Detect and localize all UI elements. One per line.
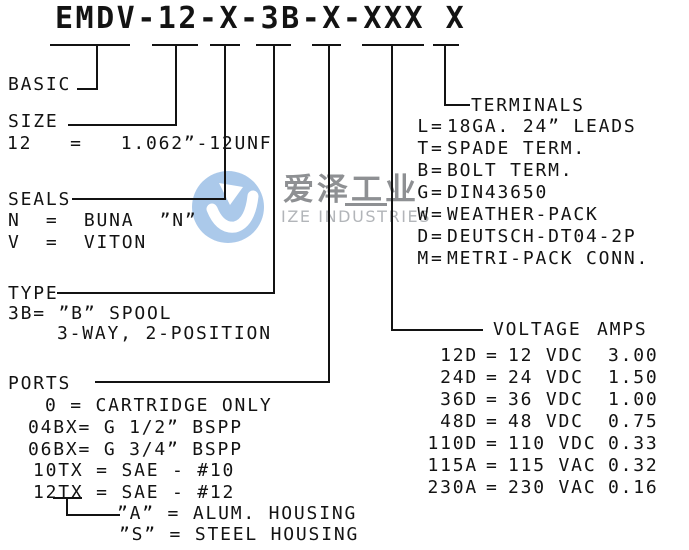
terminal-desc: DEUTSCH-DT04-2P <box>447 226 637 247</box>
terminals-label: TERMINALS <box>471 95 585 116</box>
ize-logo-icon <box>192 171 264 243</box>
equals-sign: = <box>431 182 444 203</box>
ports-label: PORTS <box>8 373 72 394</box>
terminal-desc: BOLT TERM. <box>447 160 574 181</box>
watermark-chinese-text: 爱泽工业 <box>283 172 419 208</box>
amps-value: 3.00 <box>608 345 659 366</box>
amps-value: 0.33 <box>608 433 659 454</box>
terminal-desc: DIN43650 <box>447 182 549 203</box>
leader-seals-vertical <box>224 44 226 200</box>
voltage-code: 230A <box>427 477 478 498</box>
model-code-title: EMDV-12-X-3B-X-XXX X <box>55 1 467 36</box>
voltage-code: 36D <box>440 389 478 410</box>
seals-option: N = BUNA ”N” <box>8 210 198 231</box>
voltage-value: 48 VDC <box>508 411 584 432</box>
size-label: SIZE <box>8 111 59 132</box>
ports-option: 12TX = SAE - #12 <box>33 482 236 503</box>
leader-voltage-horizontal <box>391 329 483 331</box>
voltage-code: 110D <box>427 433 478 454</box>
terminal-code: D <box>417 226 430 247</box>
voltage-code: 24D <box>440 367 478 388</box>
amps-label: AMPS <box>597 319 648 340</box>
amps-value: 0.16 <box>608 477 659 498</box>
terminal-desc: WEATHER-PACK <box>447 204 599 225</box>
terminal-code: L <box>417 116 430 137</box>
seals-label: SEALS <box>8 189 72 210</box>
leader-terminals-horizontal <box>444 104 470 106</box>
leader-terminals-vertical <box>444 44 446 106</box>
tick-ports <box>312 44 341 46</box>
seals-option: V = VITON <box>8 232 148 253</box>
terminal-code: W <box>417 204 430 225</box>
watermark-underline <box>345 203 387 206</box>
ports-option: 10TX = SAE - #10 <box>33 460 236 481</box>
tick-basic <box>50 44 130 46</box>
leader-size-horizontal <box>68 124 177 126</box>
equals-sign: = <box>486 433 499 454</box>
basic-label: BASIC <box>8 74 72 95</box>
leader-type-vertical <box>273 44 275 294</box>
equals-sign: = <box>431 204 444 225</box>
watermark-english-text: IZE INDUSTRIES <box>281 207 432 226</box>
equals-sign: = <box>486 411 499 432</box>
type-label: TYPE <box>8 283 59 304</box>
equals-sign: = <box>486 345 499 366</box>
housing-leader-horizontal <box>66 514 120 516</box>
housing-leader-vertical <box>66 497 68 516</box>
leader-voltage-vertical <box>391 44 393 331</box>
equals-sign: = <box>431 226 444 247</box>
size-value: 12 = 1.062”-12UNF <box>7 133 273 154</box>
ports-option: 0 = CARTRIDGE ONLY <box>45 395 273 416</box>
amps-value: 1.50 <box>608 367 659 388</box>
terminal-code: T <box>417 138 430 159</box>
voltage-value: 12 VDC <box>508 345 584 366</box>
equals-sign: = <box>431 138 444 159</box>
voltage-value: 24 VDC <box>508 367 584 388</box>
terminal-code: B <box>417 160 430 181</box>
voltage-label: VOLTAGE <box>493 319 582 340</box>
voltage-value: 230 VAC <box>508 477 597 498</box>
leader-basic-horizontal <box>77 88 98 90</box>
voltage-code: 12D <box>440 345 478 366</box>
housing-option: ”S” = STEEL HOUSING <box>119 524 360 545</box>
equals-sign: = <box>486 389 499 410</box>
leader-seals-horizontal <box>72 198 226 200</box>
leader-size-vertical <box>175 44 177 126</box>
equals-sign: = <box>431 160 444 181</box>
voltage-value: 115 VAC <box>508 455 597 476</box>
housing-option: ”A” = ALUM. HOUSING <box>117 503 358 524</box>
leader-basic-vertical <box>96 44 98 90</box>
voltage-value: 36 VDC <box>508 389 584 410</box>
type-option-detail: 3-WAY, 2-POSITION <box>57 323 272 344</box>
amps-value: 0.75 <box>608 411 659 432</box>
voltage-value: 110 VDC <box>508 433 597 454</box>
type-option: 3B= ”B” SPOOL <box>8 303 173 324</box>
terminal-desc: SPADE TERM. <box>447 138 587 159</box>
leader-type-horizontal <box>57 292 275 294</box>
ports-option: 06BX= G 3/4” BSPP <box>28 439 243 460</box>
equals-sign: = <box>486 455 499 476</box>
leader-ports-vertical <box>328 44 330 383</box>
voltage-code: 115A <box>427 455 478 476</box>
equals-sign: = <box>431 116 444 137</box>
equals-sign: = <box>431 248 444 269</box>
amps-value: 0.32 <box>608 455 659 476</box>
amps-value: 1.00 <box>608 389 659 410</box>
terminal-code: G <box>417 182 430 203</box>
tick-voltage <box>362 44 424 46</box>
tick-terminals <box>433 44 459 46</box>
voltage-code: 48D <box>440 411 478 432</box>
equals-sign: = <box>486 367 499 388</box>
leader-ports-horizontal <box>95 381 330 383</box>
terminal-code: M <box>417 248 430 269</box>
ports-option: 04BX= G 1/2” BSPP <box>28 417 243 438</box>
terminal-desc: METRI-PACK CONN. <box>447 248 650 269</box>
equals-sign: = <box>486 477 499 498</box>
terminal-desc: 18GA. 24” LEADS <box>447 116 637 137</box>
